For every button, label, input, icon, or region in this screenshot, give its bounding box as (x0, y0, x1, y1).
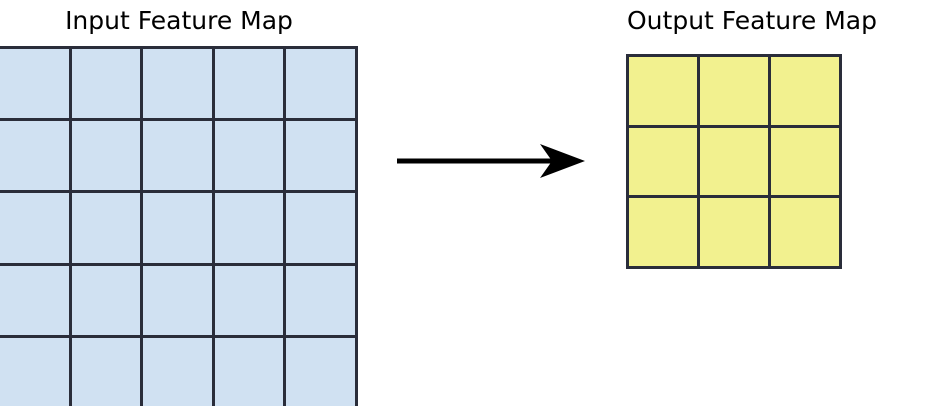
input-grid-cell (286, 49, 355, 119)
input-grid-cell (143, 337, 212, 406)
input-grid-cell (214, 265, 284, 335)
input-grid-cell (143, 193, 212, 263)
output-grid-cell (700, 57, 768, 125)
input-grid-cell (71, 49, 141, 119)
input-grid-cell (143, 121, 212, 191)
input-grid-cell (214, 121, 284, 191)
transform-arrow-icon (397, 144, 585, 178)
input-grid-cell (143, 49, 212, 119)
output-feature-map-title: Output Feature Map (627, 6, 877, 35)
input-grid-cell (0, 121, 69, 191)
input-grid-cell (143, 265, 212, 335)
output-grid-cell (700, 198, 768, 266)
input-grid-cell (0, 193, 69, 263)
input-feature-map-title: Input Feature Map (65, 6, 293, 35)
input-grid-cell (286, 337, 355, 406)
input-grid-cell (286, 193, 355, 263)
output-grid-cell (629, 127, 697, 196)
output-grid-cell (629, 57, 697, 125)
input-grid-cell (0, 337, 69, 406)
output-grid-cell (771, 198, 839, 266)
input-grid-cell (71, 265, 141, 335)
input-grid-cell (214, 49, 284, 119)
input-grid-cell (286, 121, 355, 191)
input-grid-cell (71, 121, 141, 191)
input-grid-cell (214, 337, 284, 406)
input-grid-cell (71, 337, 141, 406)
output-grid-cell (771, 127, 839, 196)
input-grid-cell (286, 265, 355, 335)
output-grid-cell (771, 57, 839, 125)
input-feature-map-grid (0, 46, 358, 406)
input-grid-cell (71, 193, 141, 263)
output-grid-cell (629, 198, 697, 266)
output-grid-cell (700, 127, 768, 196)
input-grid-cell (214, 193, 284, 263)
input-grid-cell (0, 49, 69, 119)
input-grid-cell (0, 265, 69, 335)
output-feature-map-grid (626, 54, 842, 269)
